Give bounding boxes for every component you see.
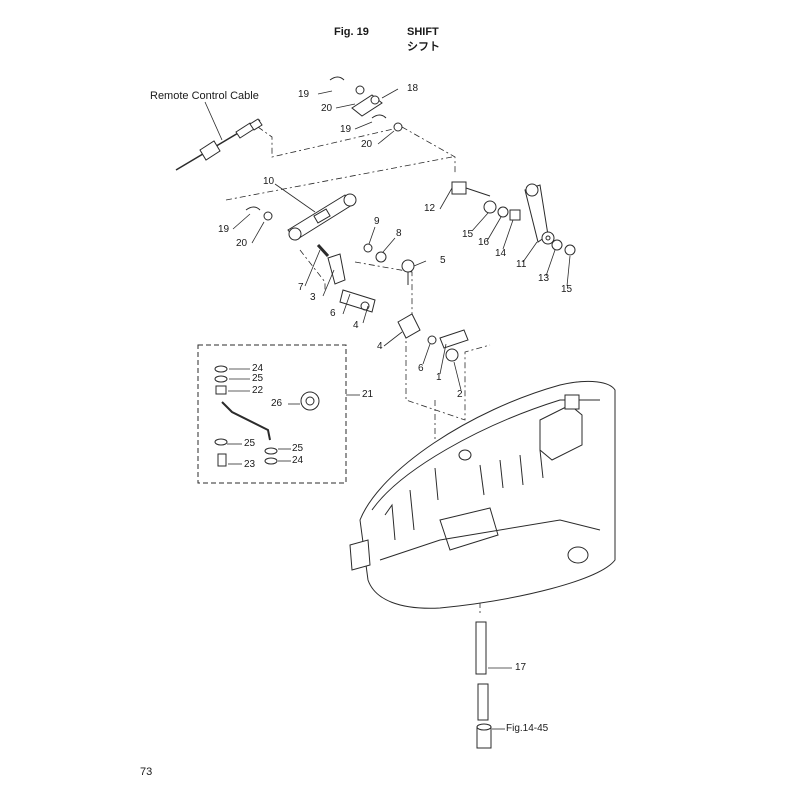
remote-control-cable-label: Remote Control Cable: [150, 90, 259, 102]
pin-7: [316, 243, 330, 258]
nut-2: [445, 348, 459, 362]
callout-19a: 19: [298, 89, 310, 100]
bottom-cowling: [349, 380, 616, 609]
washer-9: [363, 243, 373, 253]
callout-20c: 20: [236, 238, 248, 249]
callout-20a: 20: [321, 103, 333, 114]
callout-20b: 20: [361, 139, 373, 150]
bolt-12: [451, 181, 491, 197]
callout-22: 22: [252, 385, 264, 396]
fig-reference-label: Fig.14-45: [506, 723, 549, 734]
pins-washers: [245, 76, 403, 221]
washer-15b: [564, 244, 576, 256]
nut-13: [551, 239, 563, 251]
callout-6a: 6: [330, 308, 336, 319]
fig-label: Fig. 19: [334, 26, 369, 38]
washer-15a: [483, 200, 497, 214]
callout-2: 2: [457, 389, 463, 400]
remote-control-cable: [175, 118, 263, 171]
callout-21: 21: [362, 389, 374, 400]
shift-linkage: [327, 253, 469, 362]
shift-arm-11: [524, 183, 555, 245]
page-subtitle: シフト: [407, 41, 440, 53]
page-number: 73: [140, 766, 153, 778]
callout-16: 16: [478, 237, 490, 248]
callout-17: 17: [515, 662, 527, 673]
callout-19c: 19: [218, 224, 230, 235]
grommet-26: [300, 391, 320, 411]
callout-24a: 24: [252, 363, 264, 374]
callout-4a: 4: [353, 320, 359, 331]
callout-12: 12: [424, 203, 436, 214]
callout-15a: 15: [462, 229, 474, 240]
callout-6b: 6: [418, 363, 424, 374]
leader-lines: [204, 88, 571, 730]
washer-8: [375, 251, 387, 263]
callout-11: 11: [516, 259, 527, 270]
callout-13: 13: [538, 273, 550, 284]
kit-21-parts: [214, 365, 320, 467]
link-rod-10: [287, 193, 357, 241]
bracket-18: [351, 94, 383, 117]
page-title: SHIFT: [407, 26, 439, 38]
callout-26: 26: [271, 398, 283, 409]
callout-18: 18: [407, 83, 419, 94]
callout-1: 1: [436, 372, 442, 383]
callout-3: 3: [310, 292, 316, 303]
callout-8: 8: [396, 228, 402, 239]
callout-23: 23: [244, 459, 256, 470]
callout-5: 5: [440, 255, 446, 266]
callout-10: 10: [263, 176, 275, 187]
callout-14: 14: [495, 248, 507, 259]
callout-4b: 4: [377, 341, 383, 352]
collar-16: [497, 206, 509, 218]
washer-6: [427, 335, 437, 345]
shift-rod-17: [475, 621, 492, 749]
callout-7: 7: [298, 282, 304, 293]
callout-15b: 15: [561, 284, 573, 295]
callout-25a: 25: [252, 373, 264, 384]
callout-25c: 25: [292, 443, 304, 454]
kit-21-box: [197, 344, 347, 484]
callout-24b: 24: [292, 455, 304, 466]
callout-9: 9: [374, 216, 380, 227]
callout-25b: 25: [244, 438, 256, 449]
sleeve-14: [509, 209, 521, 221]
callout-19b: 19: [340, 124, 352, 135]
